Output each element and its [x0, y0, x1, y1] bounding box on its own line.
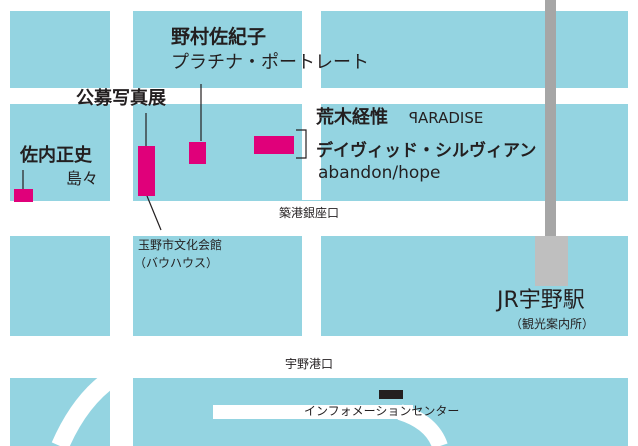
hall-nickname-label: （バウハウス） — [134, 256, 219, 270]
venue-marker-nomura[interactable] — [189, 142, 206, 164]
station-note-label: （観光案内所） — [510, 317, 595, 331]
street-label-unoko: 宇野港口 — [285, 357, 334, 371]
street-horizontal-1 — [0, 88, 638, 104]
artist-label-araki: 荒木経惟 — [316, 107, 388, 128]
railway-line — [545, 0, 556, 238]
artist-label-sanai: 佐内正史 — [20, 145, 92, 166]
work-label-sanai: 島々 — [66, 169, 99, 188]
work-label-nomura: プラチナ・ポートレート — [171, 52, 369, 73]
artist-label-sylvian: デイヴィッド・シルヴィアン — [316, 141, 537, 161]
venue-marker-araki-sylvian[interactable] — [254, 136, 294, 154]
street-chikko-ginza — [0, 201, 638, 236]
hall-name-label: 玉野市文化会館 — [138, 238, 223, 252]
work-label-araki: ꟼARADISE — [409, 109, 484, 127]
venue-marker-sanai[interactable] — [14, 189, 33, 202]
station-name-label: JR宇野駅 — [497, 288, 585, 313]
street-vertical-3 — [302, 236, 321, 336]
street-label-chikko: 築港銀座口 — [279, 206, 340, 220]
street-lower — [213, 405, 413, 419]
road-curve-right — [397, 404, 448, 446]
leader-araki-sylvian — [296, 129, 307, 159]
venue-marker-open-call[interactable] — [138, 146, 155, 196]
artist-label-nomura: 野村佐紀子 — [171, 26, 267, 48]
leader-hall — [146, 195, 162, 231]
station-platform — [535, 236, 568, 286]
info-center-marker[interactable] — [379, 390, 403, 399]
road-curve-left — [51, 370, 118, 446]
work-label-sylvian: abandon/hope — [318, 163, 441, 183]
info-center-label: インフォメーションセンター — [304, 404, 460, 418]
artist-label-open-call: 公募写真展 — [76, 88, 166, 109]
